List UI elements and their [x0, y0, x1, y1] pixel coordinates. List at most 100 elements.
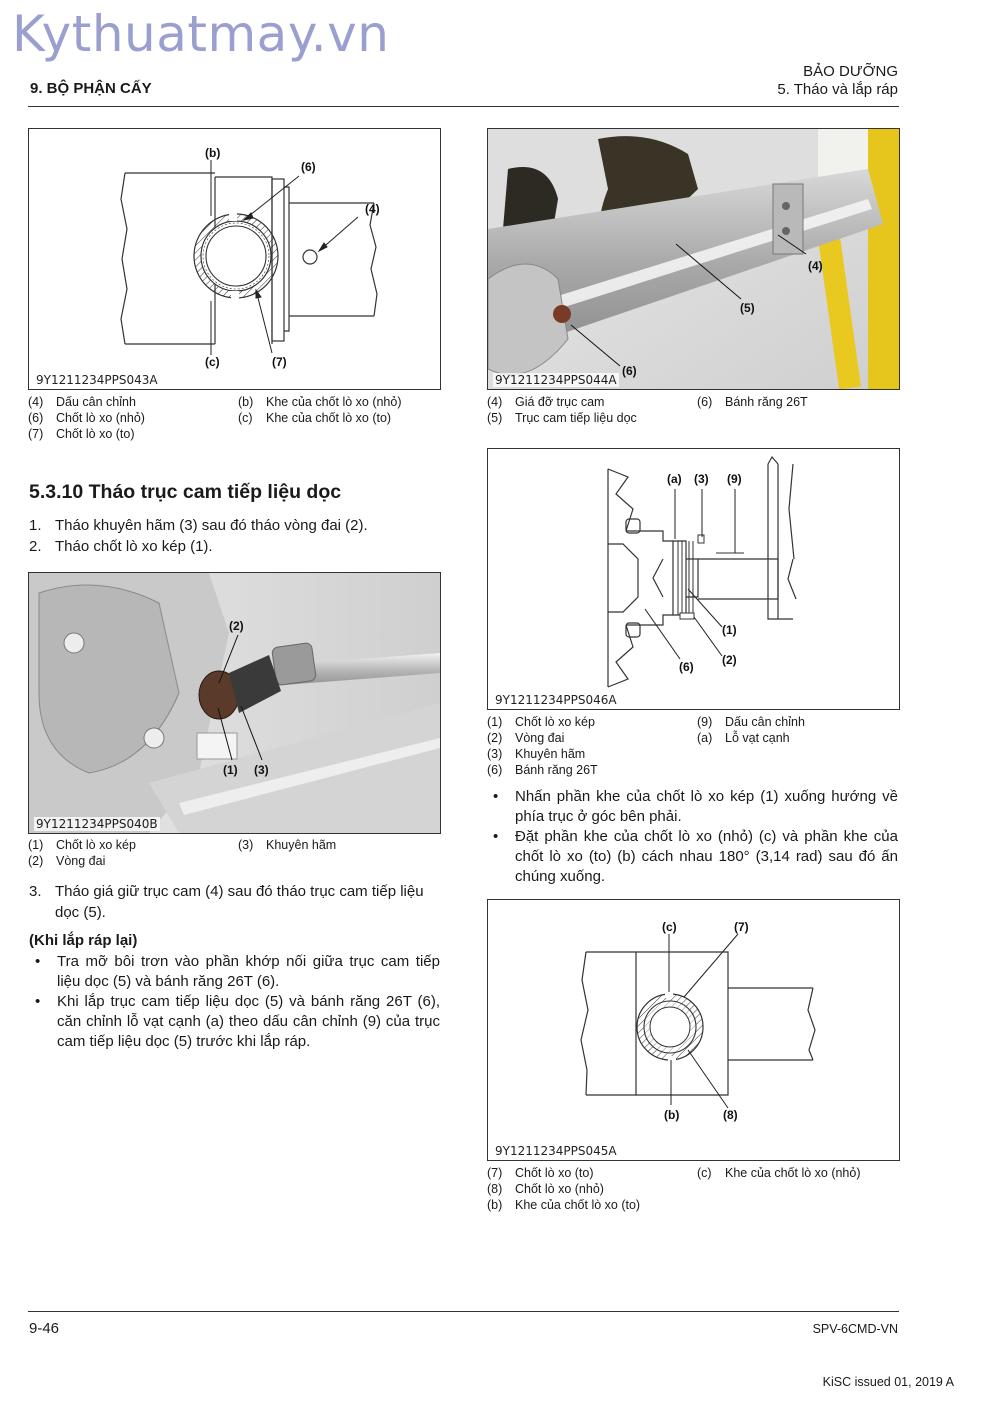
figure-046-diagram: (a) (3) (9) (1) (6) (2) 9Y1211234PPS046A — [487, 448, 900, 710]
callout-c: (c) — [662, 920, 677, 934]
legend-text: Chốt lò xo kép — [515, 715, 595, 729]
step-number: 2. — [29, 538, 42, 555]
legend-text: Vòng đai — [56, 854, 106, 868]
legend-row: (7)Chốt lò xo (to) (c)Khe của chốt lò xo… — [487, 1165, 898, 1181]
legend-text: Khe của chốt lò xo (to) — [515, 1198, 641, 1212]
step-text: Tháo chốt lò xo kép (1). — [55, 538, 213, 555]
figure-045-diagram: (c) (7) (b) (8) 9Y1211234PPS045A — [487, 899, 900, 1161]
callout-6: (6) — [679, 660, 694, 674]
legend-text: Khuyên hãm — [515, 747, 586, 761]
legend-text: Chốt lò xo (to) — [56, 427, 135, 441]
legend-row: (1) Chốt lò xo kép (3) Khuyên hãm — [28, 837, 439, 853]
bullet-item: •Nhấn phần khe của chốt lò xo kép (1) xu… — [487, 787, 898, 827]
legend-num: (c) — [697, 1166, 712, 1180]
section-title: BẢO DƯỠNG — [803, 63, 898, 80]
page-number: 9-46 — [29, 1320, 60, 1337]
gear-shaft-joint-drawing: (a) (3) (9) (1) (6) (2) — [607, 455, 797, 688]
legend-row: (b) Khe của chốt lò xo (to) — [487, 1197, 898, 1213]
figure-code: 9Y1211234PPS040B — [34, 817, 160, 831]
legend-row: (6) Bánh răng 26T — [487, 762, 898, 778]
figure-045-legend: (7)Chốt lò xo (to) (c)Khe của chốt lò xo… — [487, 1165, 898, 1213]
chapter-title: 9. BỘ PHẬN CẤY — [30, 80, 152, 97]
section-heading: 5.3.10 Tháo trục cam tiếp liệu dọc — [29, 481, 342, 503]
legend-num: (6) — [697, 395, 713, 409]
figure-043-legend: (4)Dấu cân chỉnh (b)Khe của chốt lò xo (… — [28, 394, 439, 442]
legend-row: (6) Chốt lò xo (nhỏ) (c) Khe của chốt lò x… — [28, 410, 439, 426]
reassembly-item: •Khi lắp trục cam tiếp liệu dọc (5) và b… — [29, 992, 440, 1052]
callout-8: (8) — [723, 1108, 738, 1122]
legend-row: (4)Dấu cân chỉnh (b)Khe của chốt lò xo (… — [28, 394, 439, 410]
right-bullets: • Nhấn phần khe của chốt lò xo kép (1) xu… — [487, 787, 898, 887]
bullet-text: Nhấn phần khe của chốt lò xo kép (1) xuố… — [515, 788, 898, 825]
legend-row: (8)Chốt lò xo (nhỏ) — [487, 1181, 898, 1197]
legend-num: (1) — [487, 715, 503, 729]
step-number: 1. — [29, 517, 42, 534]
figure-040-photo: (2) (1) (3) 9Y1211234PPS040B — [28, 572, 441, 834]
callout-1: (1) — [223, 763, 238, 777]
callout-6: (6) — [622, 364, 637, 378]
legend-text: Chốt lò xo (to) — [515, 1166, 594, 1180]
callout-4: (4) — [365, 202, 380, 216]
callout-b: (b) — [205, 146, 220, 160]
legend-row: (2)Vòng đai (a)Lỗ vạt cạnh — [487, 730, 898, 746]
legend-num: (3) — [487, 747, 503, 761]
spring-pin-removal-photo: (2) (1) (3) — [29, 573, 440, 833]
callout-7: (7) — [272, 355, 287, 369]
bullet-icon: • — [493, 828, 499, 845]
header-section: BẢO DƯỠNG 5. Tháo và lắp ráp — [777, 63, 898, 99]
reassembly-text: Tra mỡ bôi trơn vào phần khớp nối giữa t… — [57, 953, 440, 990]
callout-2: (2) — [722, 653, 737, 667]
step-item: 1.Tháo khuyên hãm (3) sau đó tháo vòng đ… — [29, 515, 440, 536]
legend-num: (4) — [487, 395, 503, 409]
callout-a: (a) — [667, 472, 682, 486]
step-item: 3. Tháo giá giữ trục cam (4) sau đó tháo … — [29, 881, 440, 923]
legend-num: (9) — [697, 715, 713, 729]
reassembly-heading: (Khi lắp ráp lại) — [29, 932, 138, 949]
callout-c: (c) — [205, 355, 220, 369]
bullet-item: • Đặt phần khe của chốt lò xo (nhỏ) (c) v… — [487, 827, 898, 887]
issue-note: KiSC issued 01, 2019 A — [822, 1375, 954, 1389]
footer-rule — [28, 1311, 899, 1312]
legend-text: Khuyên hãm — [266, 838, 337, 852]
legend-num: (2) — [28, 854, 44, 868]
camshaft-photo-illustration: (4) (5) (6) — [488, 129, 899, 389]
legend-text: Vòng đai — [515, 731, 565, 745]
legend-num: (6) — [28, 411, 44, 425]
figure-040-legend: (1) Chốt lò xo kép (3) Khuyên hãm (2) Vòng … — [28, 837, 439, 869]
callout-4: (4) — [808, 259, 823, 273]
legend-text: Chốt lò xo (nhỏ) — [56, 411, 145, 425]
step-item: 2. Tháo chốt lò xo kép (1). — [29, 536, 440, 557]
legend-text: Bánh răng 26T — [515, 763, 598, 777]
legend-num: (c) — [238, 411, 253, 425]
step-text: Tháo giá giữ trục cam (4) sau đó tháo tr… — [55, 883, 424, 921]
reassembly-item: •Tra mỡ bôi trơn vào phần khớp nối giữa … — [29, 952, 440, 992]
legend-text: Dấu cân chỉnh — [56, 395, 136, 409]
legend-num: (b) — [487, 1198, 503, 1212]
legend-row: (5)Trục cam tiếp liệu dọc — [487, 410, 898, 426]
callout-6: (6) — [301, 160, 316, 174]
legend-text: Lỗ vạt cạnh — [725, 731, 790, 745]
legend-num: (b) — [238, 395, 254, 409]
legend-row: (3) Khuyên hãm — [487, 746, 898, 762]
legend-num: (8) — [487, 1182, 503, 1196]
figure-043-diagram: (b) (6) (4) (c) (7) 9Y1211234PPS043A — [28, 128, 441, 390]
figure-046-legend: (1) Chốt lò xo kép (9) Dấu cân chỉnh (2) Vò… — [487, 714, 898, 778]
watermark-logo: Kythuatmay.vn — [12, 5, 390, 63]
header-rule — [28, 106, 899, 107]
legend-text: Chốt lò xo kép — [56, 838, 136, 852]
callout-b: (b) — [664, 1108, 679, 1122]
legend-num: (1) — [28, 838, 44, 852]
bullet-text: Đặt phần khe của chốt lò xo (nhỏ) (c) và… — [515, 828, 898, 885]
legend-num: (3) — [238, 838, 254, 852]
legend-num: (6) — [487, 763, 503, 777]
callout-3: (3) — [254, 763, 269, 777]
callout-7: (7) — [734, 920, 749, 934]
figure-code: 9Y1211234PPS045A — [493, 1144, 619, 1158]
legend-text: Khe của chốt lò xo (to) — [266, 411, 392, 425]
legend-text: Dấu cân chỉnh — [725, 715, 805, 729]
step-number: 3. — [29, 883, 42, 900]
callout-5: (5) — [740, 301, 755, 315]
legend-num: (2) — [487, 731, 503, 745]
callout-9: (9) — [727, 472, 742, 486]
figure-code: 9Y1211234PPS046A — [493, 693, 619, 707]
